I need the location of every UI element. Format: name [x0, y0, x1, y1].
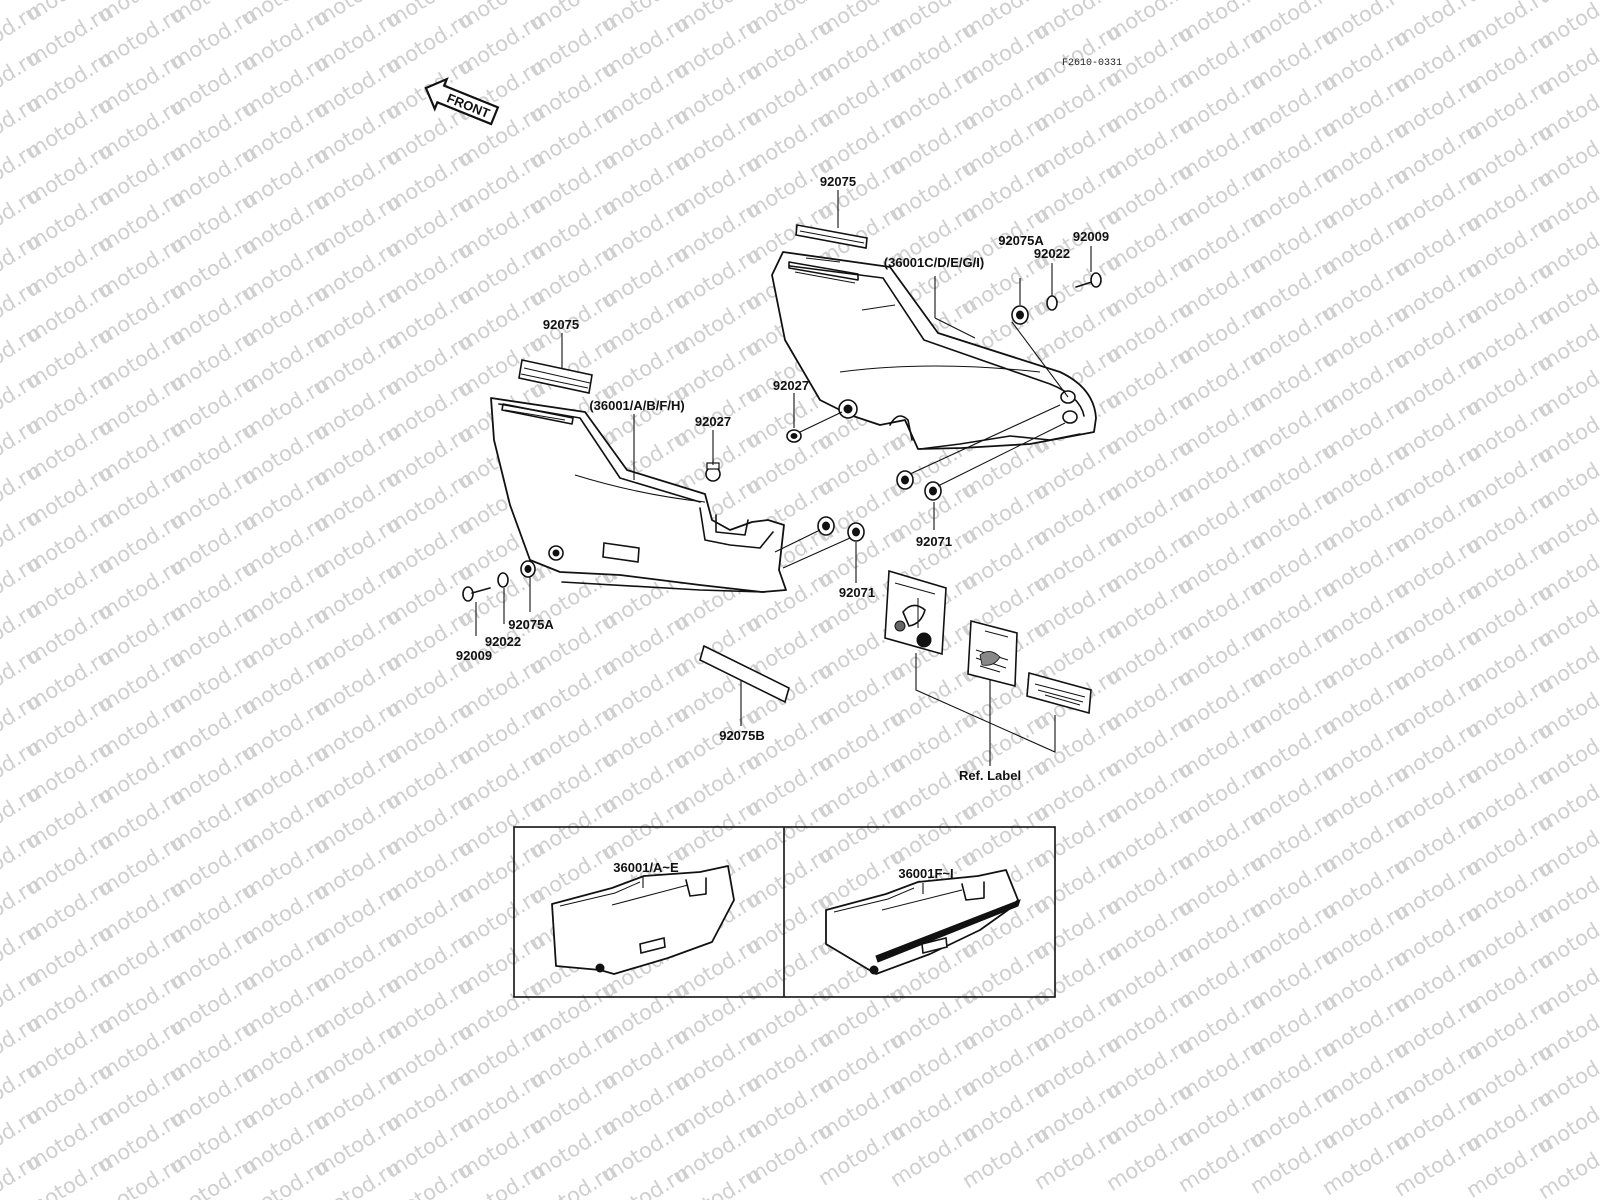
callout-bolt-left: 92009	[456, 648, 492, 663]
callout-strip-bottom: 92075B	[719, 728, 765, 743]
damper-right-icon	[1011, 305, 1029, 325]
variant-caption-a-e: 36001/A~E	[613, 860, 679, 875]
callout-trim-top-right: 92075	[820, 174, 856, 189]
callout-grommet-right: 92027	[773, 378, 809, 393]
callout-grommet-left: 92027	[695, 414, 731, 429]
callout-cover-right: (36001C/D/E/G/I)	[884, 255, 984, 270]
grommet-left-icon	[705, 462, 721, 482]
callout-cover-left: (36001/A/B/F/H)	[589, 398, 684, 413]
callout-bushing-right: 92071	[916, 534, 952, 549]
callout-damper-left: 92075A	[508, 617, 554, 632]
document-code: F2610-0331	[1062, 58, 1122, 69]
ref-label-2	[967, 619, 1018, 688]
washer-left-icon	[497, 572, 509, 588]
callout-washer-left: 92022	[485, 634, 521, 649]
grommet-right-icon	[786, 429, 802, 443]
callout-bushing-left: 92071	[839, 585, 875, 600]
variant-caption-f-i: 36001F~I	[898, 866, 953, 881]
washer-right-icon	[1046, 295, 1058, 311]
callout-washer-right: 92022	[1034, 246, 1070, 261]
damper-left-icon	[520, 560, 536, 578]
callout-bolt-right: 92009	[1073, 229, 1109, 244]
callout-trim-top-left: 92075	[543, 317, 579, 332]
callout-ref-label: Ref. Label	[959, 768, 1021, 783]
